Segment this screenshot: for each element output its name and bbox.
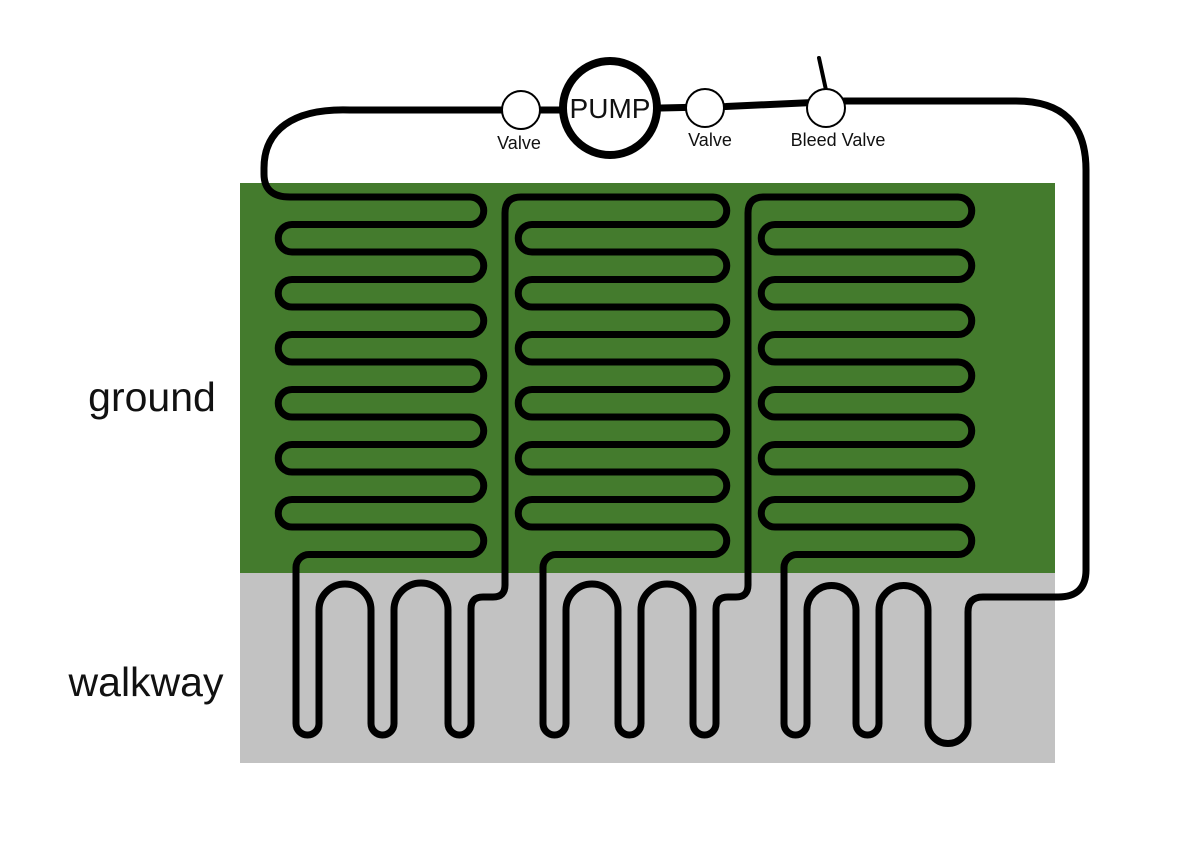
valve-left-label: Valve: [497, 133, 541, 153]
pump-icon: [559, 57, 661, 159]
walkway-label: walkway: [68, 659, 224, 705]
valve-right-label: Valve: [688, 130, 732, 150]
pump-label: PUMP: [570, 93, 651, 124]
pipe-loop: [260, 97, 1090, 747]
valve-right-icon: [685, 88, 725, 128]
bleed-valve-label: Bleed Valve: [791, 130, 886, 150]
ground-label: ground: [88, 374, 216, 420]
ground-area: [240, 183, 1055, 573]
valve-left-icon: [501, 90, 541, 130]
bleed-valve-stem-icon: [817, 56, 828, 92]
bleed-valve-icon: [806, 88, 846, 128]
